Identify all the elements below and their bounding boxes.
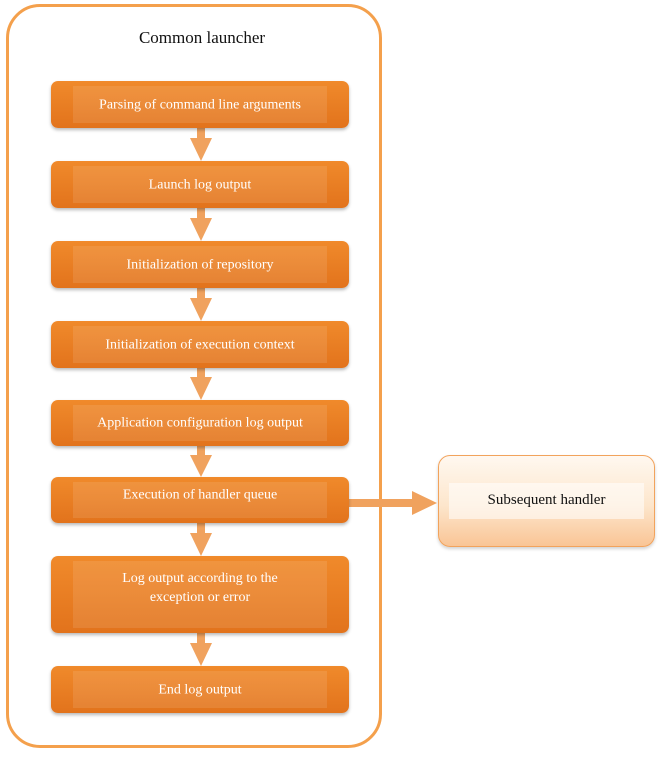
container-title: Common launcher <box>138 28 266 47</box>
arrow-2-3 <box>197 208 205 221</box>
arrow-7-8 <box>197 633 205 646</box>
arrow-4-5 <box>197 368 205 380</box>
step-launch-log-output: Launch log output <box>51 161 349 208</box>
step-end-log-output: End log output <box>51 666 349 713</box>
step-log-output-exception: Log output according to the exception or… <box>51 556 349 633</box>
step-init-repository: Initialization of repository <box>51 241 349 288</box>
step-parsing-arguments: Parsing of command line arguments <box>51 81 349 128</box>
subsequent-handler-label: Subsequent handler <box>487 492 606 508</box>
step-init-execution-context: Initialization of execution context <box>51 321 349 368</box>
arrow-1-2 <box>197 128 205 141</box>
subsequent-handler-box: Subsequent handler <box>438 455 655 547</box>
arrow-6-7 <box>197 523 205 536</box>
arrow-to-side <box>349 499 415 507</box>
step-execution-handler-queue: Execution of handler queue <box>51 477 349 523</box>
step-app-config-log-output: Application configuration log output <box>51 400 349 446</box>
arrow-3-4 <box>197 288 205 301</box>
arrow-5-6 <box>197 446 205 458</box>
